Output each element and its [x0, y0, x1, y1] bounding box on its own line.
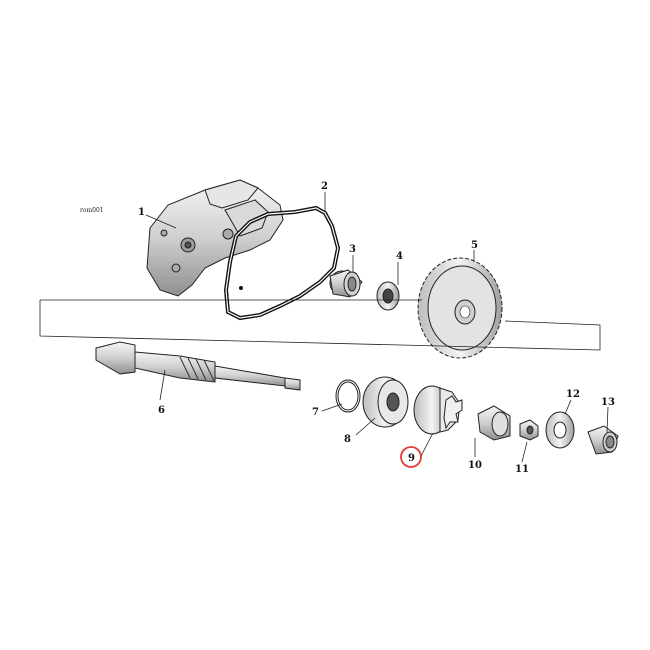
callout-6: 6 [158, 405, 165, 416]
part-10-sleeve [477, 405, 511, 441]
part-12-thrust-washer [545, 411, 575, 449]
part-7-snap-ring [335, 379, 361, 413]
callout-3: 3 [349, 244, 356, 255]
leader-lines [145, 192, 609, 463]
part-6-starter-shaft [95, 341, 301, 391]
part-13-needle-bearing [587, 425, 619, 455]
callout-1: 1 [138, 207, 145, 218]
callout-4: 4 [396, 251, 403, 262]
callout-12: 12 [566, 389, 580, 400]
part-3-needle-bearing [329, 269, 363, 298]
highlight-ring [400, 446, 422, 468]
part-2-gasket [223, 205, 341, 321]
assembly-axis-frame [39, 300, 601, 351]
part-11-nut [519, 419, 539, 441]
callout-5: 5 [471, 240, 478, 251]
reference-code: rom001 [80, 207, 104, 214]
part-9-pinion-gear [413, 385, 463, 435]
callout-8: 8 [344, 434, 351, 445]
part-5-large-gear [417, 257, 503, 359]
callout-9[interactable]: 9 [408, 453, 415, 464]
part-1-housing-cover [146, 179, 284, 297]
callout-13: 13 [601, 397, 615, 408]
callout-10: 10 [468, 460, 482, 471]
callout-2: 2 [321, 181, 328, 192]
callout-7: 7 [312, 407, 319, 418]
part-8-collar [362, 376, 409, 428]
callouts: 1 2 3 4 5 6 7 8 9 10 11 12 13 [138, 181, 615, 475]
callout-11: 11 [515, 464, 529, 475]
part-4-washer [376, 281, 400, 311]
